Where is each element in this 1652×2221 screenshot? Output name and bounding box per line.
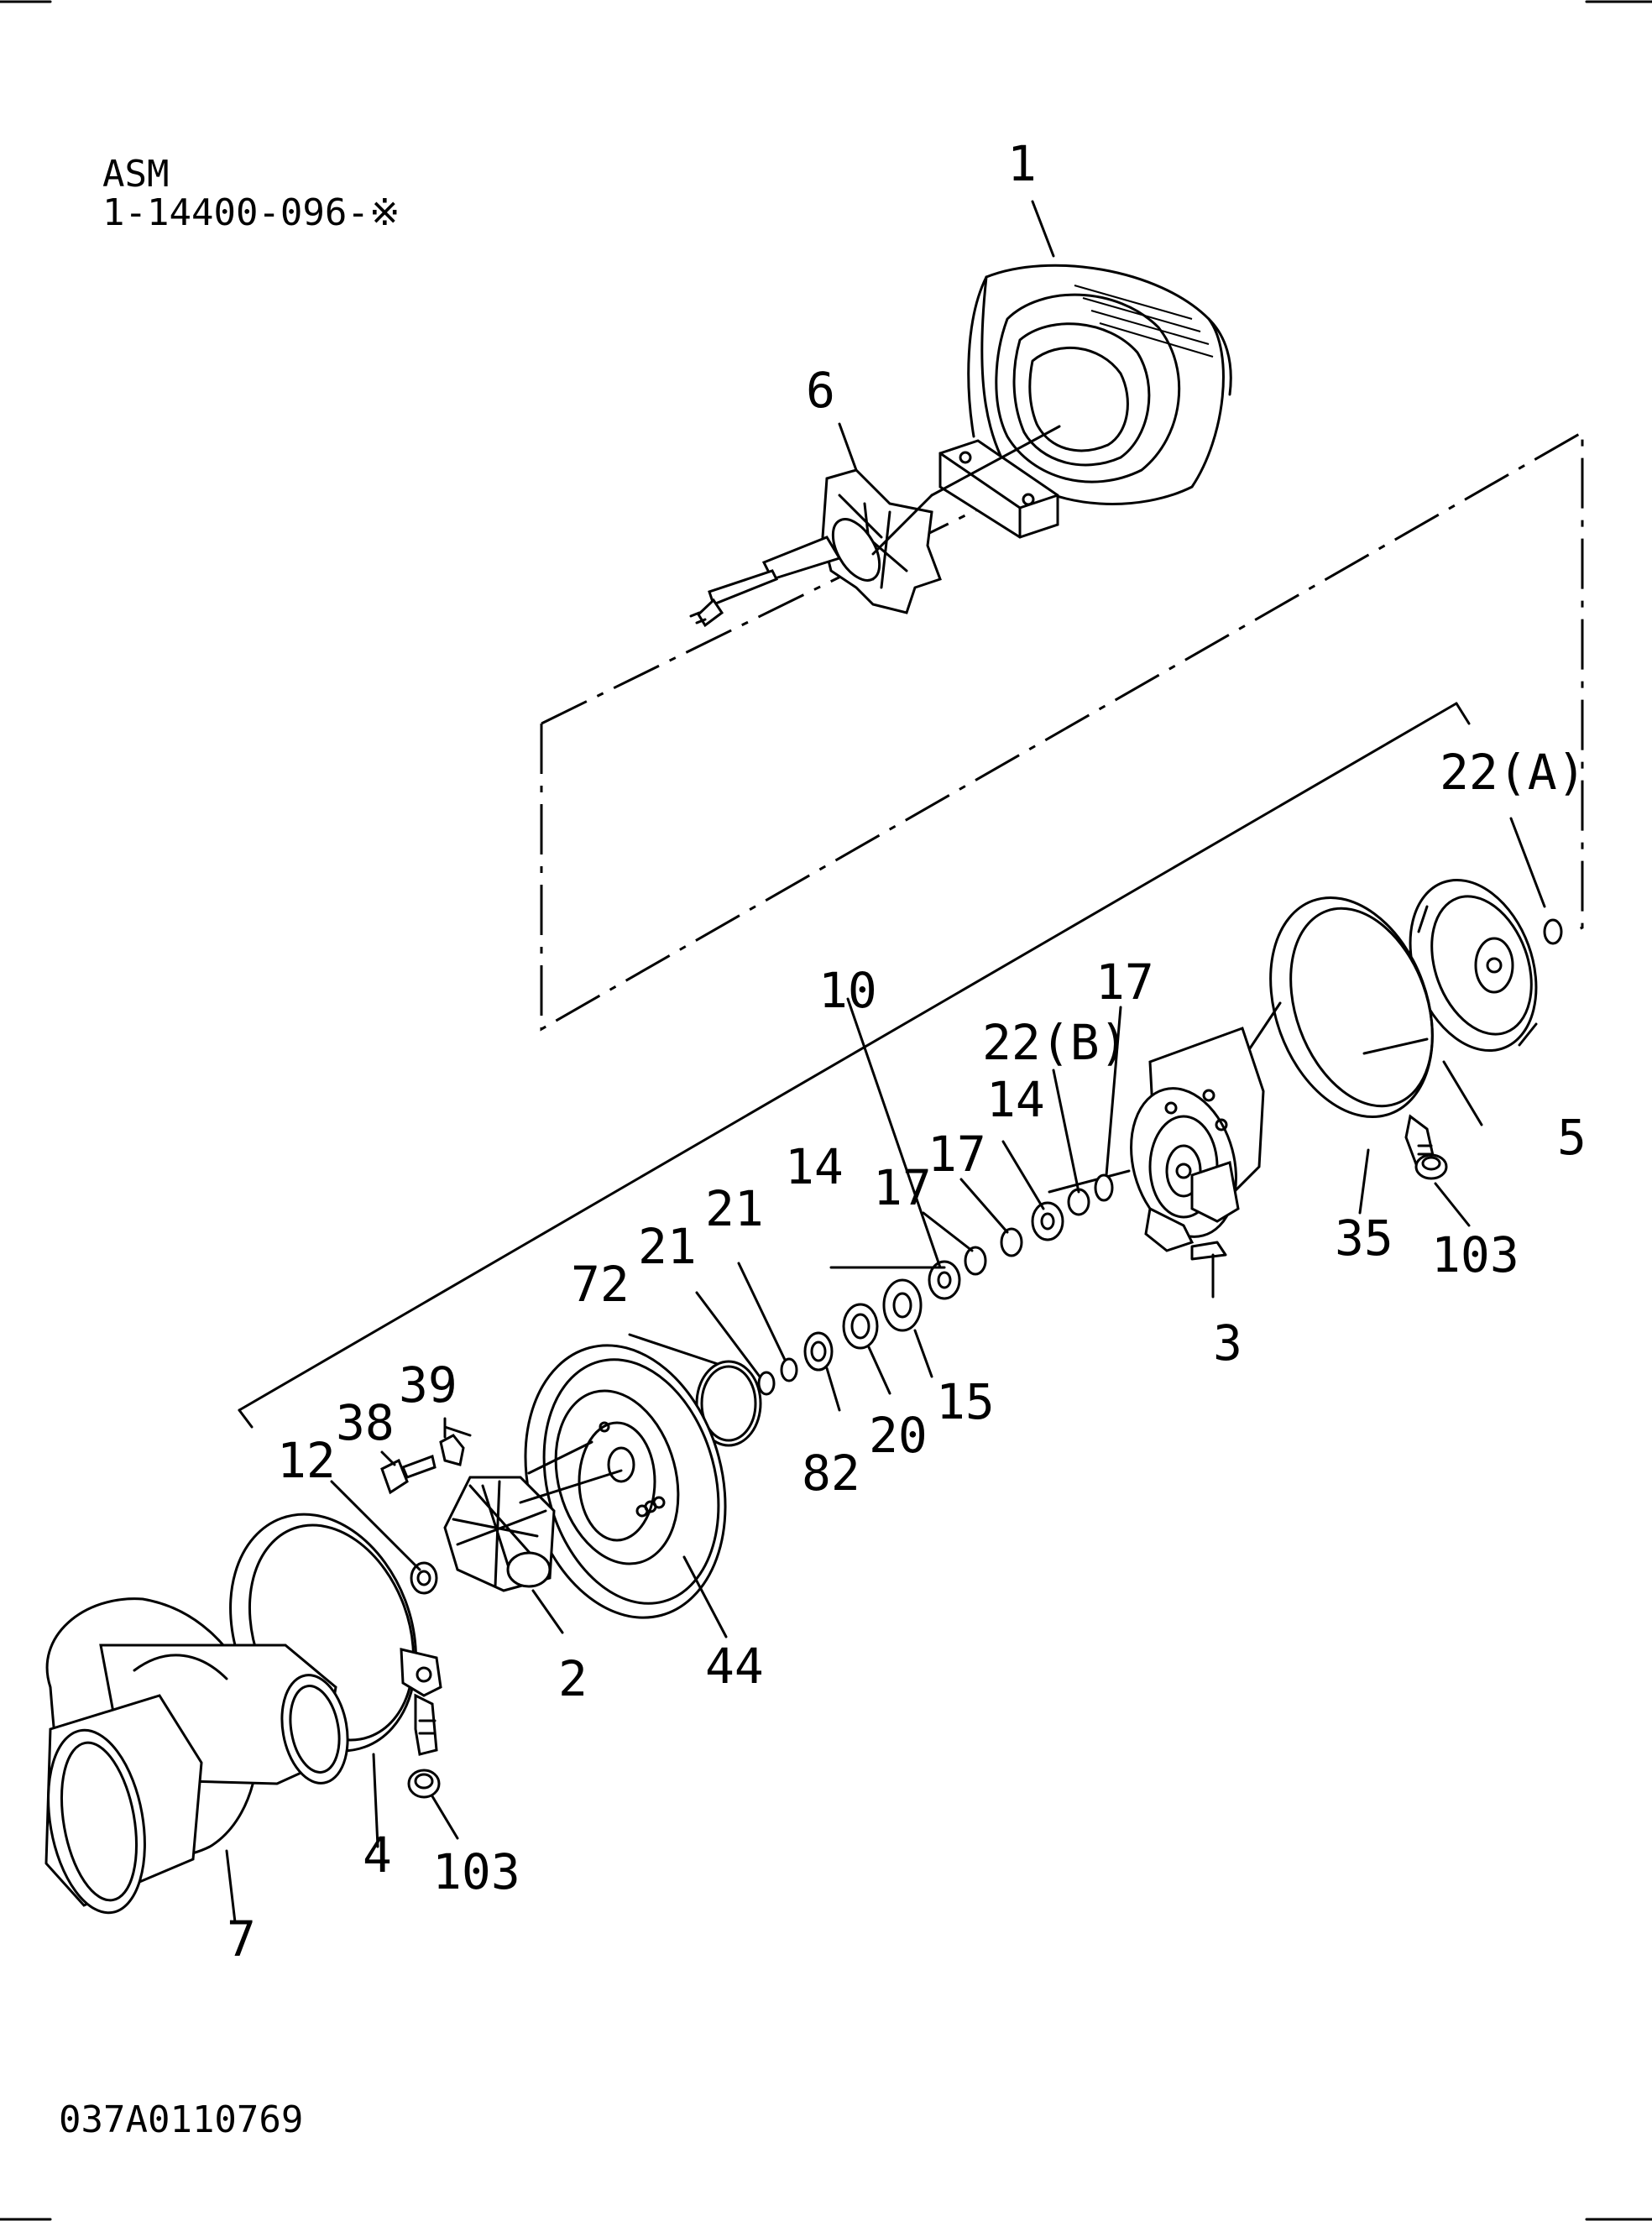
- callout-14-upper: 14: [986, 1071, 1045, 1128]
- drawing-code: 037A0110769: [59, 2098, 303, 2141]
- thrust-sleeve-20: [842, 1303, 879, 1350]
- turbine-wheel-shaft: [689, 468, 942, 628]
- bearing-housing: [1048, 1027, 1265, 1261]
- piston-ring-21-a: [780, 1357, 798, 1382]
- bush-82: [803, 1331, 834, 1372]
- circlip-17-c: [964, 1246, 987, 1276]
- bolt-38: [380, 1454, 437, 1495]
- bearing-components: [695, 1173, 1114, 1447]
- compressor-wheel: [443, 1425, 623, 1592]
- callout-103-lower: 103: [432, 1843, 520, 1900]
- circlip-17-b: [1000, 1227, 1023, 1257]
- callout-82: 82: [802, 1445, 860, 1502]
- thrust-collar-14-a: [1031, 1201, 1064, 1241]
- callout-17-mid: 17: [928, 1126, 986, 1183]
- compressor-housing: [44, 1597, 349, 1915]
- nut-lower: [407, 1769, 441, 1799]
- callout-10: 10: [818, 962, 877, 1019]
- thrust-collar-14-b: [928, 1260, 961, 1300]
- callout-3: 3: [1213, 1314, 1242, 1372]
- thrust-bearing-15: [882, 1278, 923, 1332]
- callout-44: 44: [705, 1638, 764, 1695]
- asm-label: ASM: [102, 153, 169, 196]
- callout-21-a: 21: [705, 1180, 764, 1237]
- callout-labels: 1 6 22(A) 10 22(B) 17 14 17 14 17 21 21 …: [227, 135, 1587, 1968]
- assembly-frame-lines: [238, 430, 1584, 1429]
- callout-22b: 22(B): [982, 1014, 1129, 1071]
- callout-4: 4: [363, 1826, 392, 1884]
- callout-15: 15: [936, 1373, 995, 1430]
- callout-20: 20: [869, 1407, 928, 1464]
- callout-1: 1: [1007, 135, 1037, 192]
- ring-22b: [1067, 1188, 1090, 1216]
- nut-12: [410, 1561, 438, 1595]
- turbine-housing: [930, 264, 1232, 539]
- back-plate: [524, 1344, 727, 1619]
- callout-103-upper: 103: [1431, 1226, 1519, 1283]
- callout-35: 35: [1335, 1210, 1393, 1267]
- piston-ring-21-b: [757, 1371, 776, 1396]
- callout-39: 39: [399, 1356, 457, 1414]
- callout-12: 12: [277, 1432, 336, 1489]
- lock-plate-39: [439, 1434, 465, 1466]
- asm-number: 1-14400-096-※: [102, 191, 400, 234]
- callout-6: 6: [806, 362, 835, 419]
- callout-7: 7: [227, 1910, 256, 1968]
- seal-plate: [1409, 878, 1563, 1053]
- callout-17-low: 17: [873, 1159, 932, 1216]
- callout-21-b: 21: [638, 1218, 697, 1275]
- callout-17-top: 17: [1095, 954, 1154, 1011]
- callout-38: 38: [336, 1394, 395, 1451]
- circlip-17-a: [1094, 1173, 1114, 1202]
- callout-72: 72: [571, 1256, 630, 1313]
- leader-lines: [225, 200, 1546, 1924]
- callout-5: 5: [1557, 1109, 1587, 1166]
- callout-2: 2: [558, 1650, 588, 1707]
- callout-22a: 22(A): [1440, 744, 1587, 801]
- callout-14-lower: 14: [785, 1138, 844, 1195]
- nut-upper: [1414, 1153, 1448, 1180]
